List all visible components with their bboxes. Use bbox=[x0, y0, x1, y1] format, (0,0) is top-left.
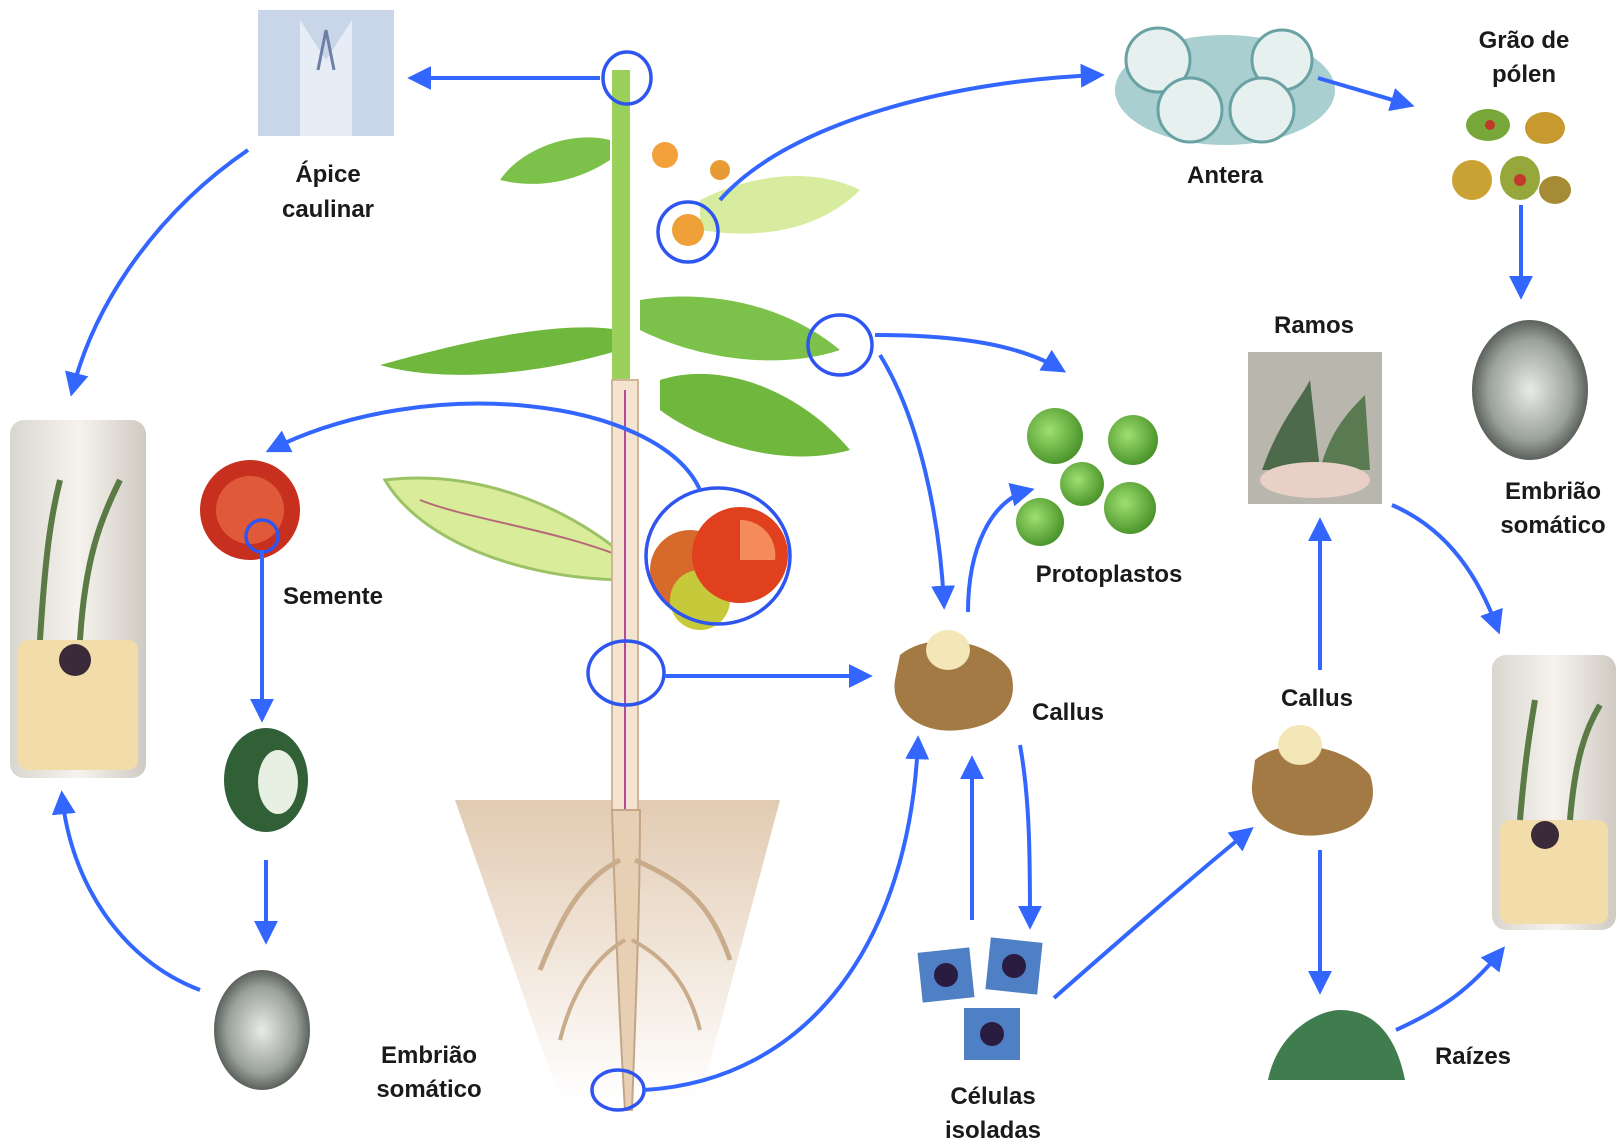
ramos-image bbox=[1248, 352, 1382, 504]
label-celulas-line2: isoladas bbox=[945, 1117, 1041, 1144]
flower-mid bbox=[672, 214, 704, 246]
label-antera: Antera bbox=[1187, 162, 1264, 189]
antera-image bbox=[1115, 28, 1335, 145]
label-apice-line2: caulinar bbox=[282, 196, 374, 223]
label-ramos: Ramos bbox=[1274, 312, 1354, 339]
label-apice-line1: Ápice bbox=[295, 160, 360, 188]
label-celulas-line1: Células bbox=[950, 1083, 1035, 1110]
flower-top bbox=[652, 142, 678, 168]
tomato-plant bbox=[380, 52, 872, 1110]
leaf-upper-left bbox=[380, 327, 620, 374]
label-semente: Semente bbox=[283, 583, 383, 610]
label-grao-line1: Grão de bbox=[1479, 27, 1570, 54]
leaf-mid-right bbox=[660, 374, 850, 457]
label-embriao-left-line1: Embrião bbox=[381, 1042, 477, 1069]
apice-image bbox=[258, 10, 394, 136]
semente-image bbox=[200, 460, 300, 560]
label-grao-line2: pólen bbox=[1492, 61, 1556, 88]
tube-left bbox=[10, 420, 146, 778]
leaf-top-right-pale bbox=[700, 176, 860, 234]
label-embriao-right-line2: somático bbox=[1500, 512, 1605, 539]
tube-right bbox=[1492, 655, 1616, 930]
embriao-image-left bbox=[214, 970, 310, 1090]
label-callus-right: Callus bbox=[1281, 685, 1353, 712]
label-callus-center: Callus bbox=[1032, 699, 1104, 726]
raizes-image bbox=[1268, 1010, 1405, 1080]
leaf-top-left bbox=[500, 137, 610, 184]
embriao-image-right bbox=[1472, 320, 1588, 460]
label-protoplastos: Protoplastos bbox=[1036, 561, 1183, 588]
stem-upper bbox=[612, 70, 630, 390]
pollen-image bbox=[1452, 109, 1571, 204]
label-embriao-left-line2: somático bbox=[376, 1076, 481, 1103]
callus-right-image bbox=[1252, 725, 1373, 836]
callus-center-image bbox=[894, 630, 1013, 731]
protoplast-cells bbox=[1016, 408, 1158, 546]
isolated-cells bbox=[918, 937, 1043, 1060]
leaf-lower-left bbox=[385, 478, 630, 580]
flower-side bbox=[710, 160, 730, 180]
label-raizes: Raízes bbox=[1435, 1043, 1511, 1070]
label-embriao-right-line1: Embrião bbox=[1505, 478, 1601, 505]
